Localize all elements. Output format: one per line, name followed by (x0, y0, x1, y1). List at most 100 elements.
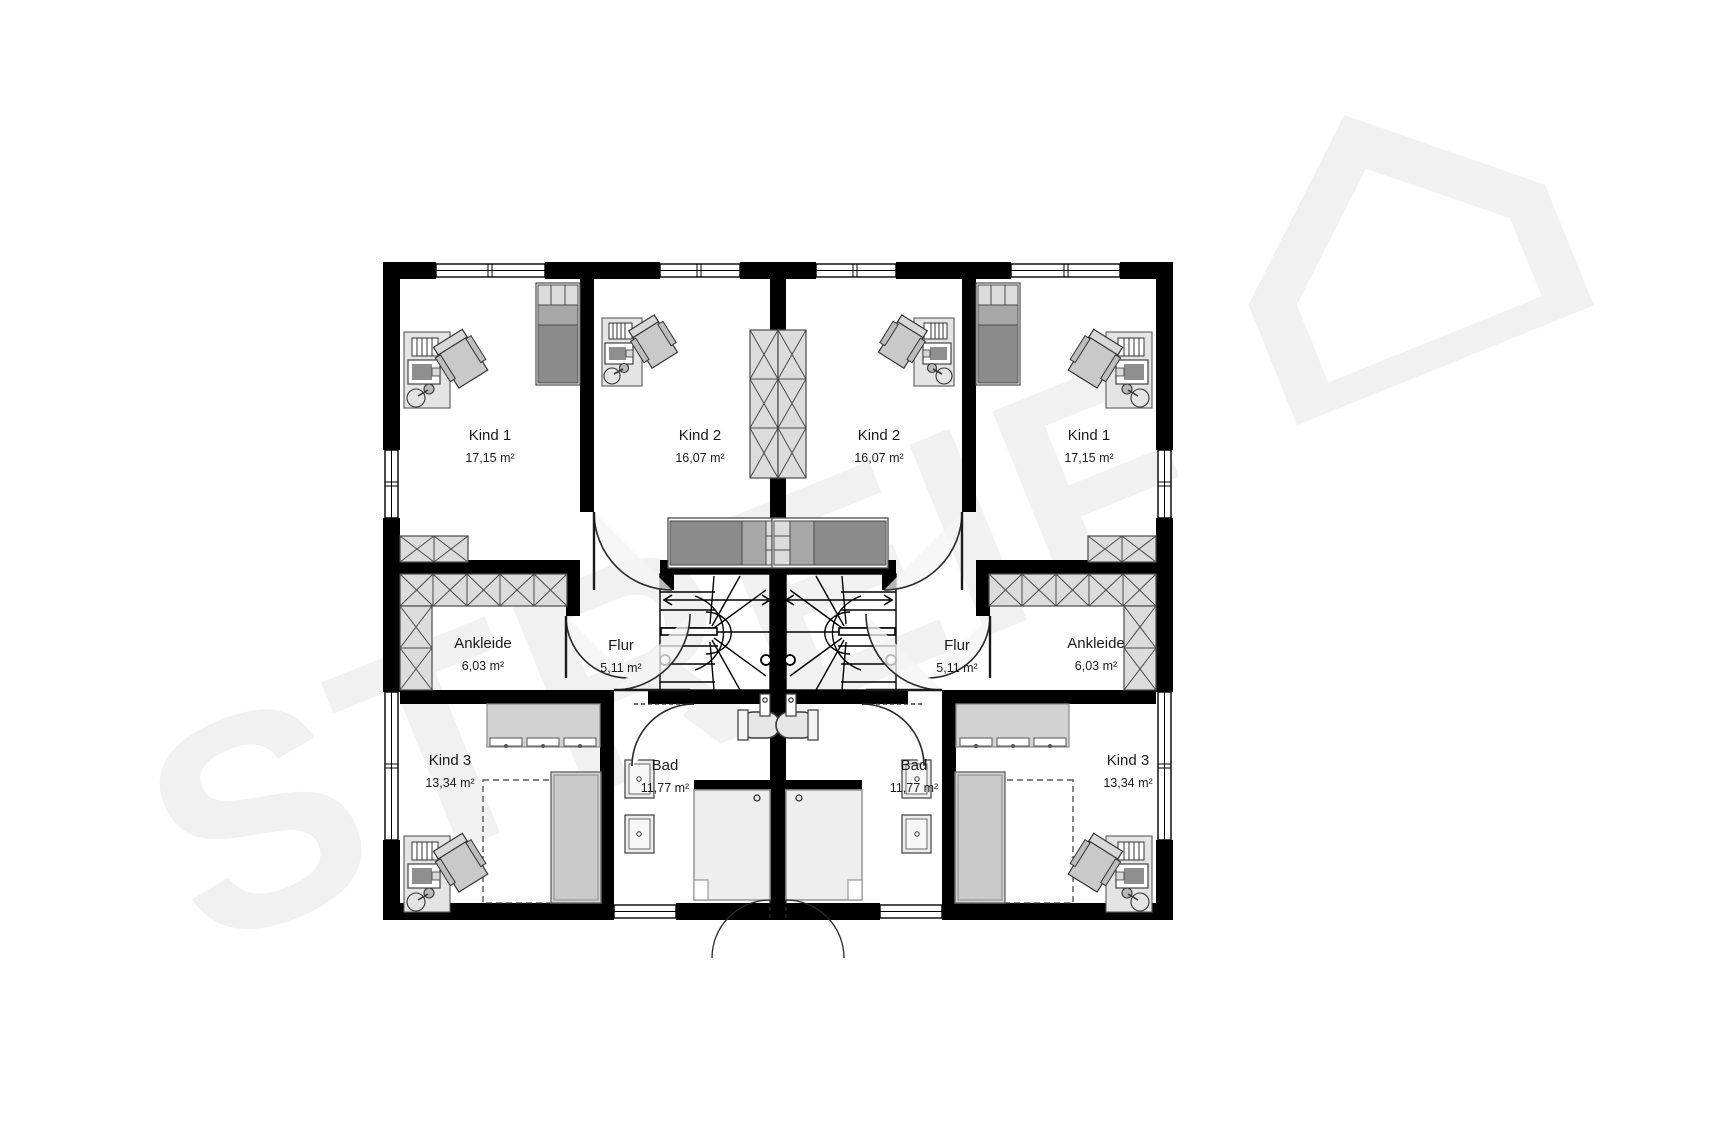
wall-kind3-jamb-a-r (1055, 690, 1069, 704)
wall-top-seg4 (896, 262, 1011, 279)
room-area: 16,07 m² (854, 451, 903, 465)
room-name: Kind 3 (1107, 752, 1150, 769)
wall-right-seg3 (1156, 840, 1173, 920)
door-bad-right (861, 703, 925, 767)
room-area: 6,03 m² (1075, 659, 1117, 673)
double-bed-kind2-right (771, 517, 889, 569)
room-name: Kind 1 (1068, 427, 1111, 444)
room-area: 6,03 m² (462, 659, 504, 673)
room-name: Flur (608, 637, 634, 654)
room-label-kind2-right: Kind 2 16,07 m² (854, 427, 903, 465)
door-wc-left (711, 899, 771, 959)
wall-ankleide-flur (566, 592, 580, 616)
desk-with-chair-kind2-left (601, 314, 679, 387)
room-area: 5,11 m² (936, 661, 977, 675)
room-label-kind3-right: Kind 3 13,34 m² (1103, 752, 1152, 790)
window-left-kind3 (384, 691, 399, 841)
wall-bottom-seg2 (676, 903, 776, 920)
desk-with-chair-kind3-left (403, 832, 489, 913)
single-bed-kind1-right (975, 282, 1021, 386)
stair-direction-arrow-right (784, 594, 894, 606)
vanity-sink-unit-kind3-left (486, 703, 601, 748)
walls (383, 262, 1173, 920)
toilet-bad-left (737, 709, 781, 741)
wall-ankleide-flur-r (976, 592, 990, 616)
room-area: 5,11 m² (600, 661, 641, 675)
sink-units-bad-left (624, 759, 655, 854)
window-top-kind1-right (1010, 263, 1121, 278)
wall-bottom-seg3 (780, 903, 880, 920)
single-bed-kind1-left (535, 282, 581, 386)
room-label-bad-right: Bad 11,77 m² (890, 757, 938, 795)
bathtub-unit-bad-right (785, 789, 863, 901)
room-name: Flur (944, 637, 970, 654)
room-label-bad-left: Bad 11,77 m² (641, 757, 689, 795)
window-right-kind3 (1157, 691, 1172, 841)
wall-ankleide-jamb-r (976, 560, 990, 592)
wall-ankleide-jamb (566, 560, 580, 592)
room-label-kind3-left: Kind 3 13,34 m² (425, 752, 474, 790)
toilet-partition-left (759, 693, 771, 717)
windows (384, 263, 1172, 919)
window-top-kind1-left (435, 263, 546, 278)
stair-newel-right-2 (784, 654, 796, 666)
desk-with-chair-kind2-right (877, 314, 955, 387)
window-top-kind2-left (659, 263, 741, 278)
desk-with-chair-kind3-right (1067, 832, 1153, 913)
wall-ankleide-top (383, 560, 580, 574)
room-label-kind1-right: Kind 1 17,15 m² (1064, 427, 1113, 465)
room-area: 16,07 m² (675, 451, 724, 465)
furniture-left-unit (399, 282, 785, 913)
window-left-kind1 (384, 449, 399, 519)
wall-left-seg1 (383, 262, 400, 450)
room-label-flur-left: Flur 5,11 m² (600, 637, 641, 675)
room-name: Kind 1 (469, 427, 512, 444)
wall-right-seg1 (1156, 262, 1173, 450)
desk-with-chair-kind1-right (1067, 328, 1153, 409)
door-kind2-right (883, 511, 964, 591)
room-area: 13,34 m² (1103, 776, 1152, 790)
toilet-partition-right (785, 693, 797, 717)
room-name: Kind 2 (679, 427, 722, 444)
room-area: 13,34 m² (425, 776, 474, 790)
single-bed-kind3-right (954, 771, 1074, 904)
desk-with-chair-kind1-left (403, 328, 489, 409)
wall-kind3-jamb-b-r (942, 690, 956, 704)
room-name: Ankleide (1067, 635, 1125, 652)
door-kind3-right (865, 613, 943, 692)
wall-kind3-bad-right (942, 704, 956, 903)
room-label-ankleide-right: Ankleide 6,03 m² (1067, 635, 1125, 673)
wall-kind3-jamb-a (487, 690, 501, 704)
window-bottom-kind3-right (879, 904, 943, 919)
wall-left-seg2 (383, 518, 400, 692)
wall-kind3-bad-left (600, 704, 614, 903)
door-wc-right (785, 899, 845, 959)
room-name: Kind 3 (429, 752, 472, 769)
wardrobe-hatched-kind2-right (777, 329, 807, 479)
stair-newel-left-2 (760, 654, 772, 666)
furniture-right-unit (771, 282, 1157, 913)
wall-flur-bottom-left (648, 690, 770, 704)
room-area: 11,77 m² (641, 781, 689, 795)
room-name: Bad (652, 757, 679, 774)
wall-kind1-jamb (580, 494, 594, 512)
wall-flur-bottom-right (786, 690, 908, 704)
single-bed-kind3-left (482, 771, 602, 904)
door-kind3-left (613, 613, 691, 692)
room-name: Ankleide (454, 635, 512, 652)
wall-ankleide-top-r (976, 560, 1173, 574)
double-bed-kind2-left (667, 517, 785, 569)
room-area: 17,15 m² (465, 451, 514, 465)
wall-left-seg3 (383, 840, 400, 920)
door-ankleide-right (927, 615, 992, 679)
room-label-flur-right: Flur 5,11 m² (936, 637, 977, 675)
room-label-kind2-left: Kind 2 16,07 m² (675, 427, 724, 465)
stair-direction-arrow-left (662, 594, 772, 606)
door-ankleide-left (564, 615, 629, 679)
sink-units-bad-right (901, 759, 932, 854)
room-name: Kind 2 (858, 427, 901, 444)
room-labels: Kind 1 17,15 m² Kind 2 16,07 m² Kind 2 1… (425, 427, 1152, 795)
door-kind2-left (592, 511, 673, 591)
